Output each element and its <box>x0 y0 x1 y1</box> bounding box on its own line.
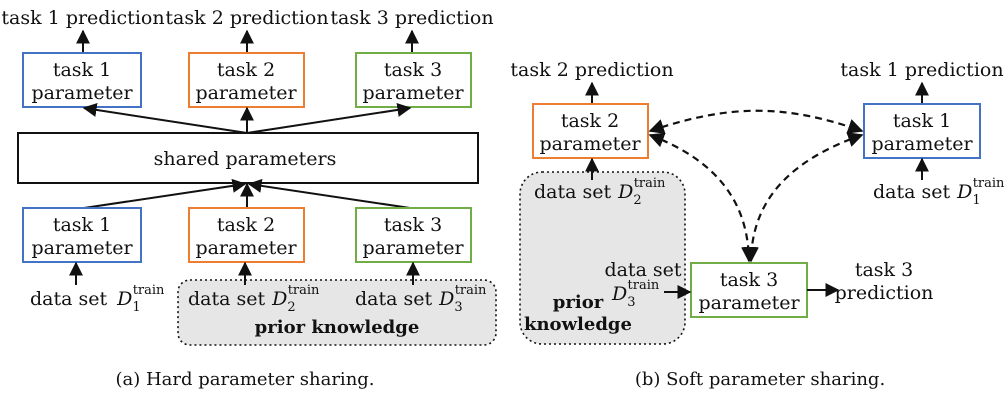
hard-top-task3-box <box>355 52 472 108</box>
soft-task1-line2: parameter <box>871 133 973 155</box>
soft-sharing-diagram: prior knowledge task 2 prediction task 2… <box>510 59 1005 390</box>
hard-bottom-task3-line1: task 3 <box>384 214 442 236</box>
hard-top-task3-line1: task 3 <box>384 59 442 81</box>
soft-task2-box <box>532 103 649 159</box>
hard-bottom-task1-line1: task 1 <box>53 214 111 236</box>
hard-shared-parameters-box <box>17 132 479 184</box>
hard-top-task1-line1: task 1 <box>53 59 111 81</box>
hard-prior-knowledge-region <box>177 279 497 346</box>
hard-bottom-task1-line2: parameter <box>31 237 133 259</box>
hard-top-task1-box <box>22 52 142 108</box>
hard-top-task2-line2: parameter <box>195 82 297 104</box>
hard-task3-prediction: task 3 prediction <box>330 7 493 29</box>
soft-task2-line2: parameter <box>539 133 641 155</box>
hard-sharing-diagram: prior knowledge task 1 prediction task 2… <box>1 7 497 390</box>
hard-top-task1-line2: parameter <box>31 82 133 104</box>
soft-task3-line2: parameter <box>698 292 800 314</box>
soft-dataset-3-prefix: data set <box>604 259 681 281</box>
hard-bottom-task2-box <box>188 207 305 263</box>
hard-shared-parameters-label: shared parameters <box>154 148 337 170</box>
hard-task1-prediction: task 1 prediction <box>1 7 164 29</box>
hard-dataset-1: data set D1train <box>30 283 165 315</box>
hard-top-task3-line2: parameter <box>362 82 464 104</box>
soft-task1-prediction: task 1 prediction <box>840 59 1003 81</box>
soft-task3-line1: task 3 <box>720 269 778 291</box>
hard-top-task2-line1: task 2 <box>217 59 275 81</box>
hard-bottom-task3-box <box>355 207 472 263</box>
soft-dataset-3: D3train <box>611 278 660 310</box>
hard-task2-prediction: task 2 prediction <box>165 7 328 29</box>
soft-task2-prediction: task 2 prediction <box>510 59 673 81</box>
soft-caption: (b) Soft parameter sharing. <box>635 369 885 390</box>
soft-link-task1-task3 <box>743 132 864 263</box>
hard-dataset-3: data set D3train <box>355 283 487 315</box>
soft-dataset-1: data set D1train <box>873 176 1005 208</box>
hard-bottom-task2-line2: parameter <box>195 237 297 259</box>
soft-task1-line1: task 1 <box>893 110 951 132</box>
hard-bottom-task2-line1: task 2 <box>217 214 275 236</box>
soft-task3-prediction-line1: task 3 <box>855 259 913 281</box>
soft-prior-knowledge-region <box>519 171 686 345</box>
soft-task3-prediction-line2: prediction <box>835 282 934 304</box>
soft-link-task2-task1 <box>648 109 864 134</box>
soft-prior-label-line2: knowledge <box>524 314 632 335</box>
hard-bottom-task3-line2: parameter <box>362 237 464 259</box>
hard-dataset-2: data set D2train <box>188 283 320 315</box>
hard-prior-knowledge-label: prior knowledge <box>255 317 420 338</box>
hard-caption: (a) Hard parameter sharing. <box>115 369 374 390</box>
soft-prior-label-line1: prior <box>553 292 604 313</box>
soft-task2-line1: task 2 <box>561 110 619 132</box>
